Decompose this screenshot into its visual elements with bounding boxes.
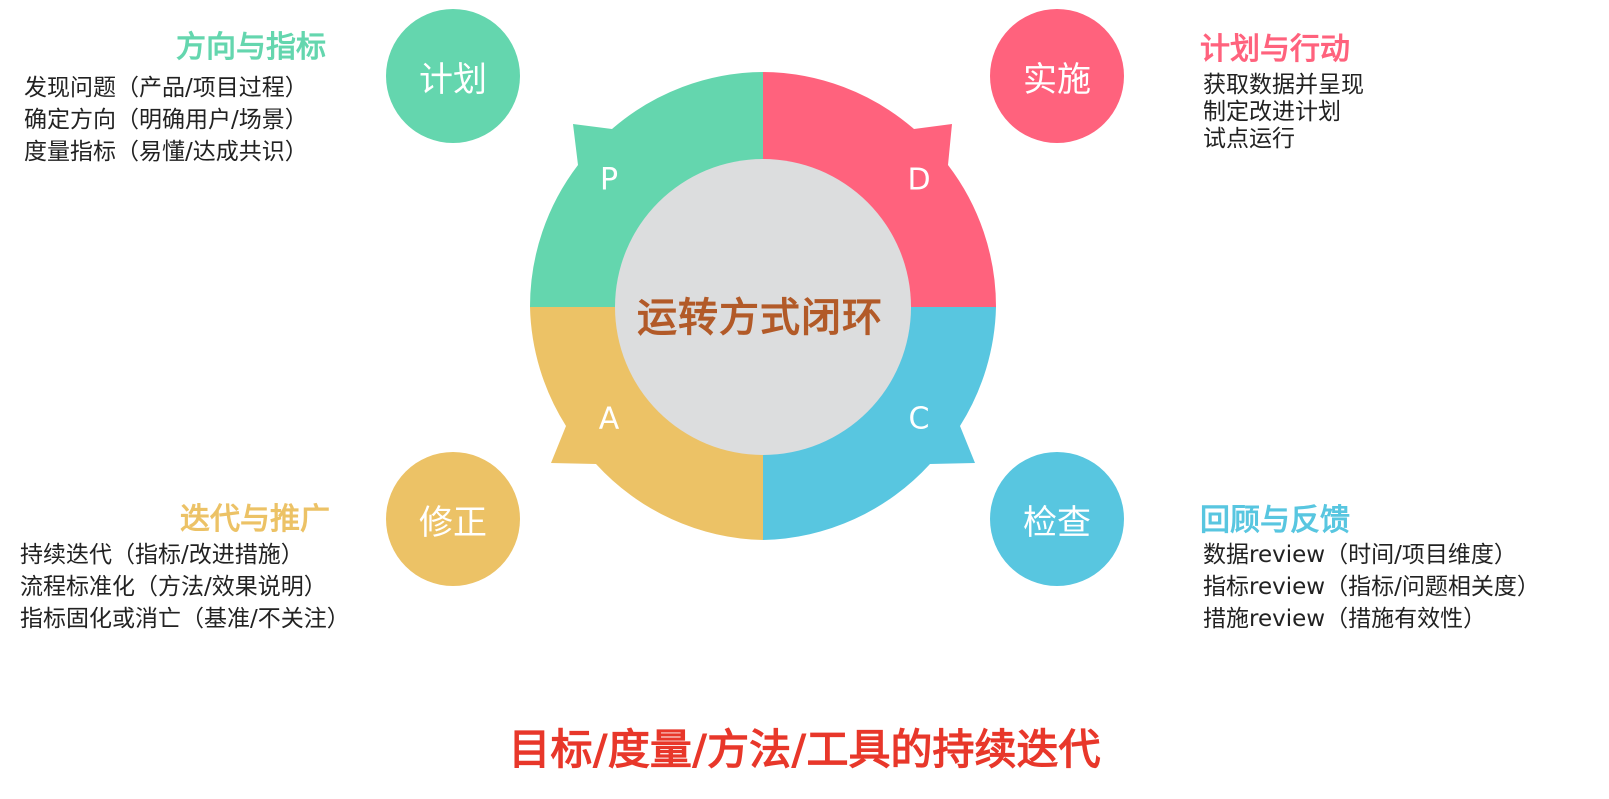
check-item: 措施review（措施有效性） xyxy=(1203,606,1487,632)
check-circle-label: 检查 xyxy=(1023,502,1091,543)
check-circle: 检查 xyxy=(990,452,1124,586)
act-item: 指标固化或消亡（基准/不关注） xyxy=(20,606,350,632)
act-circle: 修正 xyxy=(386,452,520,586)
check-letter: C xyxy=(908,401,930,437)
do-title: 计划与行动 xyxy=(1200,32,1350,67)
act-letter: A xyxy=(598,401,620,437)
plan-circle: 计划 xyxy=(386,9,520,143)
act-title: 迭代与推广 xyxy=(180,502,330,537)
do-item: 制定改进计划 xyxy=(1203,99,1341,125)
footer-caption: 目标/度量/方法/工具的持续迭代 xyxy=(508,725,1101,774)
plan-items: 发现问题（产品/项目过程） 确定方向（明确用户/场景） 度量指标（易懂/达成共识… xyxy=(24,72,308,168)
do-items: 获取数据并呈现 制定改进计划 试点运行 xyxy=(1203,72,1364,153)
center-disc xyxy=(615,159,911,455)
center-label: 运转方式闭环 xyxy=(637,295,883,341)
do-item: 试点运行 xyxy=(1203,126,1295,152)
do-circle-label: 实施 xyxy=(1023,59,1091,100)
plan-letter: P xyxy=(599,162,619,198)
plan-circle-label: 计划 xyxy=(419,59,487,100)
do-letter: D xyxy=(907,162,931,198)
plan-item: 确定方向（明确用户/场景） xyxy=(24,107,308,133)
act-circle-label: 修正 xyxy=(419,502,487,543)
check-item: 数据review（时间/项目维度） xyxy=(1203,542,1517,568)
act-items: 持续迭代（指标/改进措施） 流程标准化（方法/效果说明） 指标固化或消亡（基准/… xyxy=(20,539,350,635)
check-items: 数据review（时间/项目维度） 指标review（指标/问题相关度） 措施r… xyxy=(1203,539,1540,635)
do-item: 获取数据并呈现 xyxy=(1203,72,1364,98)
act-item: 流程标准化（方法/效果说明） xyxy=(20,574,327,600)
check-title: 回顾与反馈 xyxy=(1200,503,1350,538)
plan-item: 发现问题（产品/项目过程） xyxy=(24,75,308,101)
act-item: 持续迭代（指标/改进措施） xyxy=(20,542,304,568)
do-circle: 实施 xyxy=(990,9,1124,143)
plan-item: 度量指标（易懂/达成共识） xyxy=(24,139,308,165)
check-item: 指标review（指标/问题相关度） xyxy=(1203,574,1540,600)
plan-title: 方向与指标 xyxy=(176,30,326,65)
